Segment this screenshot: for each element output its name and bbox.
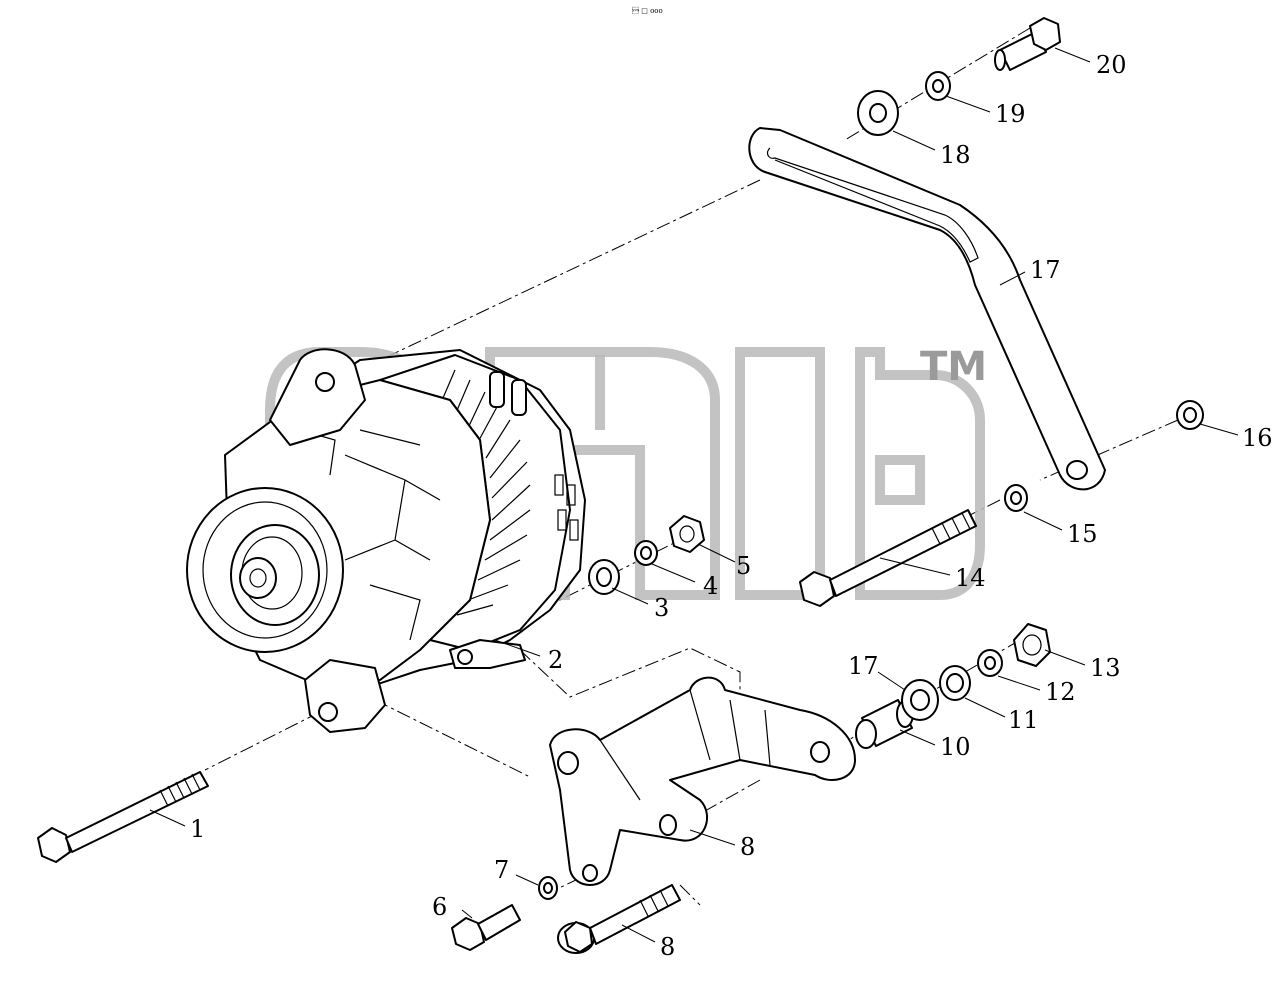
- bushing-16: [1176, 400, 1204, 430]
- callout-4: 4: [703, 572, 718, 600]
- callout-leaders: [149, 47, 1239, 943]
- callout-17-washer: 17: [848, 652, 879, 680]
- washer-18: [857, 90, 899, 136]
- callout-13: 13: [1090, 654, 1121, 682]
- callout-11: 11: [1008, 706, 1039, 734]
- callout-numbers: 1 2 3 4 5 6 7 8 8 10 11 12 13 14 15 16 1…: [190, 51, 1273, 961]
- callout-14: 14: [955, 564, 986, 592]
- washer-11: [939, 665, 971, 701]
- alternator: [186, 348, 586, 733]
- callout-2: 2: [548, 646, 563, 674]
- flat-washer-3: [588, 559, 620, 595]
- callout-16: 16: [1242, 424, 1273, 452]
- watermark-tm: TM: [920, 344, 987, 390]
- lock-washer-12: [977, 649, 1003, 677]
- washer-7: [538, 876, 558, 900]
- nut-5: [669, 515, 705, 553]
- nut-13: [1013, 623, 1051, 667]
- bolt-6: [451, 904, 521, 951]
- lock-washer-15: [1004, 484, 1028, 512]
- bolt-long: [37, 771, 209, 863]
- header-mark:  □ ooo: [632, 6, 663, 15]
- callout-8-bracket: 8: [740, 833, 755, 861]
- callout-1: 1: [190, 815, 205, 843]
- callout-17-link: 17: [1030, 256, 1061, 284]
- bolt-20: [994, 17, 1061, 71]
- bolt-14: [799, 509, 977, 607]
- sleeve-10: [855, 699, 914, 749]
- mounting-bracket: [549, 676, 856, 886]
- callout-5: 5: [736, 552, 751, 580]
- flange-bolt-8: [557, 884, 681, 954]
- callout-6: 6: [432, 893, 447, 921]
- callout-15: 15: [1067, 520, 1098, 548]
- callout-12: 12: [1045, 678, 1076, 706]
- callout-20: 20: [1096, 51, 1127, 79]
- callout-18: 18: [940, 141, 971, 169]
- callout-3: 3: [654, 594, 669, 622]
- lock-washer-19: [925, 71, 951, 101]
- callout-19: 19: [995, 100, 1026, 128]
- callout-10: 10: [940, 733, 971, 761]
- lock-washer-4: [634, 540, 658, 566]
- callout-8-bolt: 8: [660, 933, 675, 961]
- callout-7: 7: [494, 856, 509, 884]
- washer-17-lower: [901, 679, 939, 721]
- adjusting-link: [748, 127, 1106, 491]
